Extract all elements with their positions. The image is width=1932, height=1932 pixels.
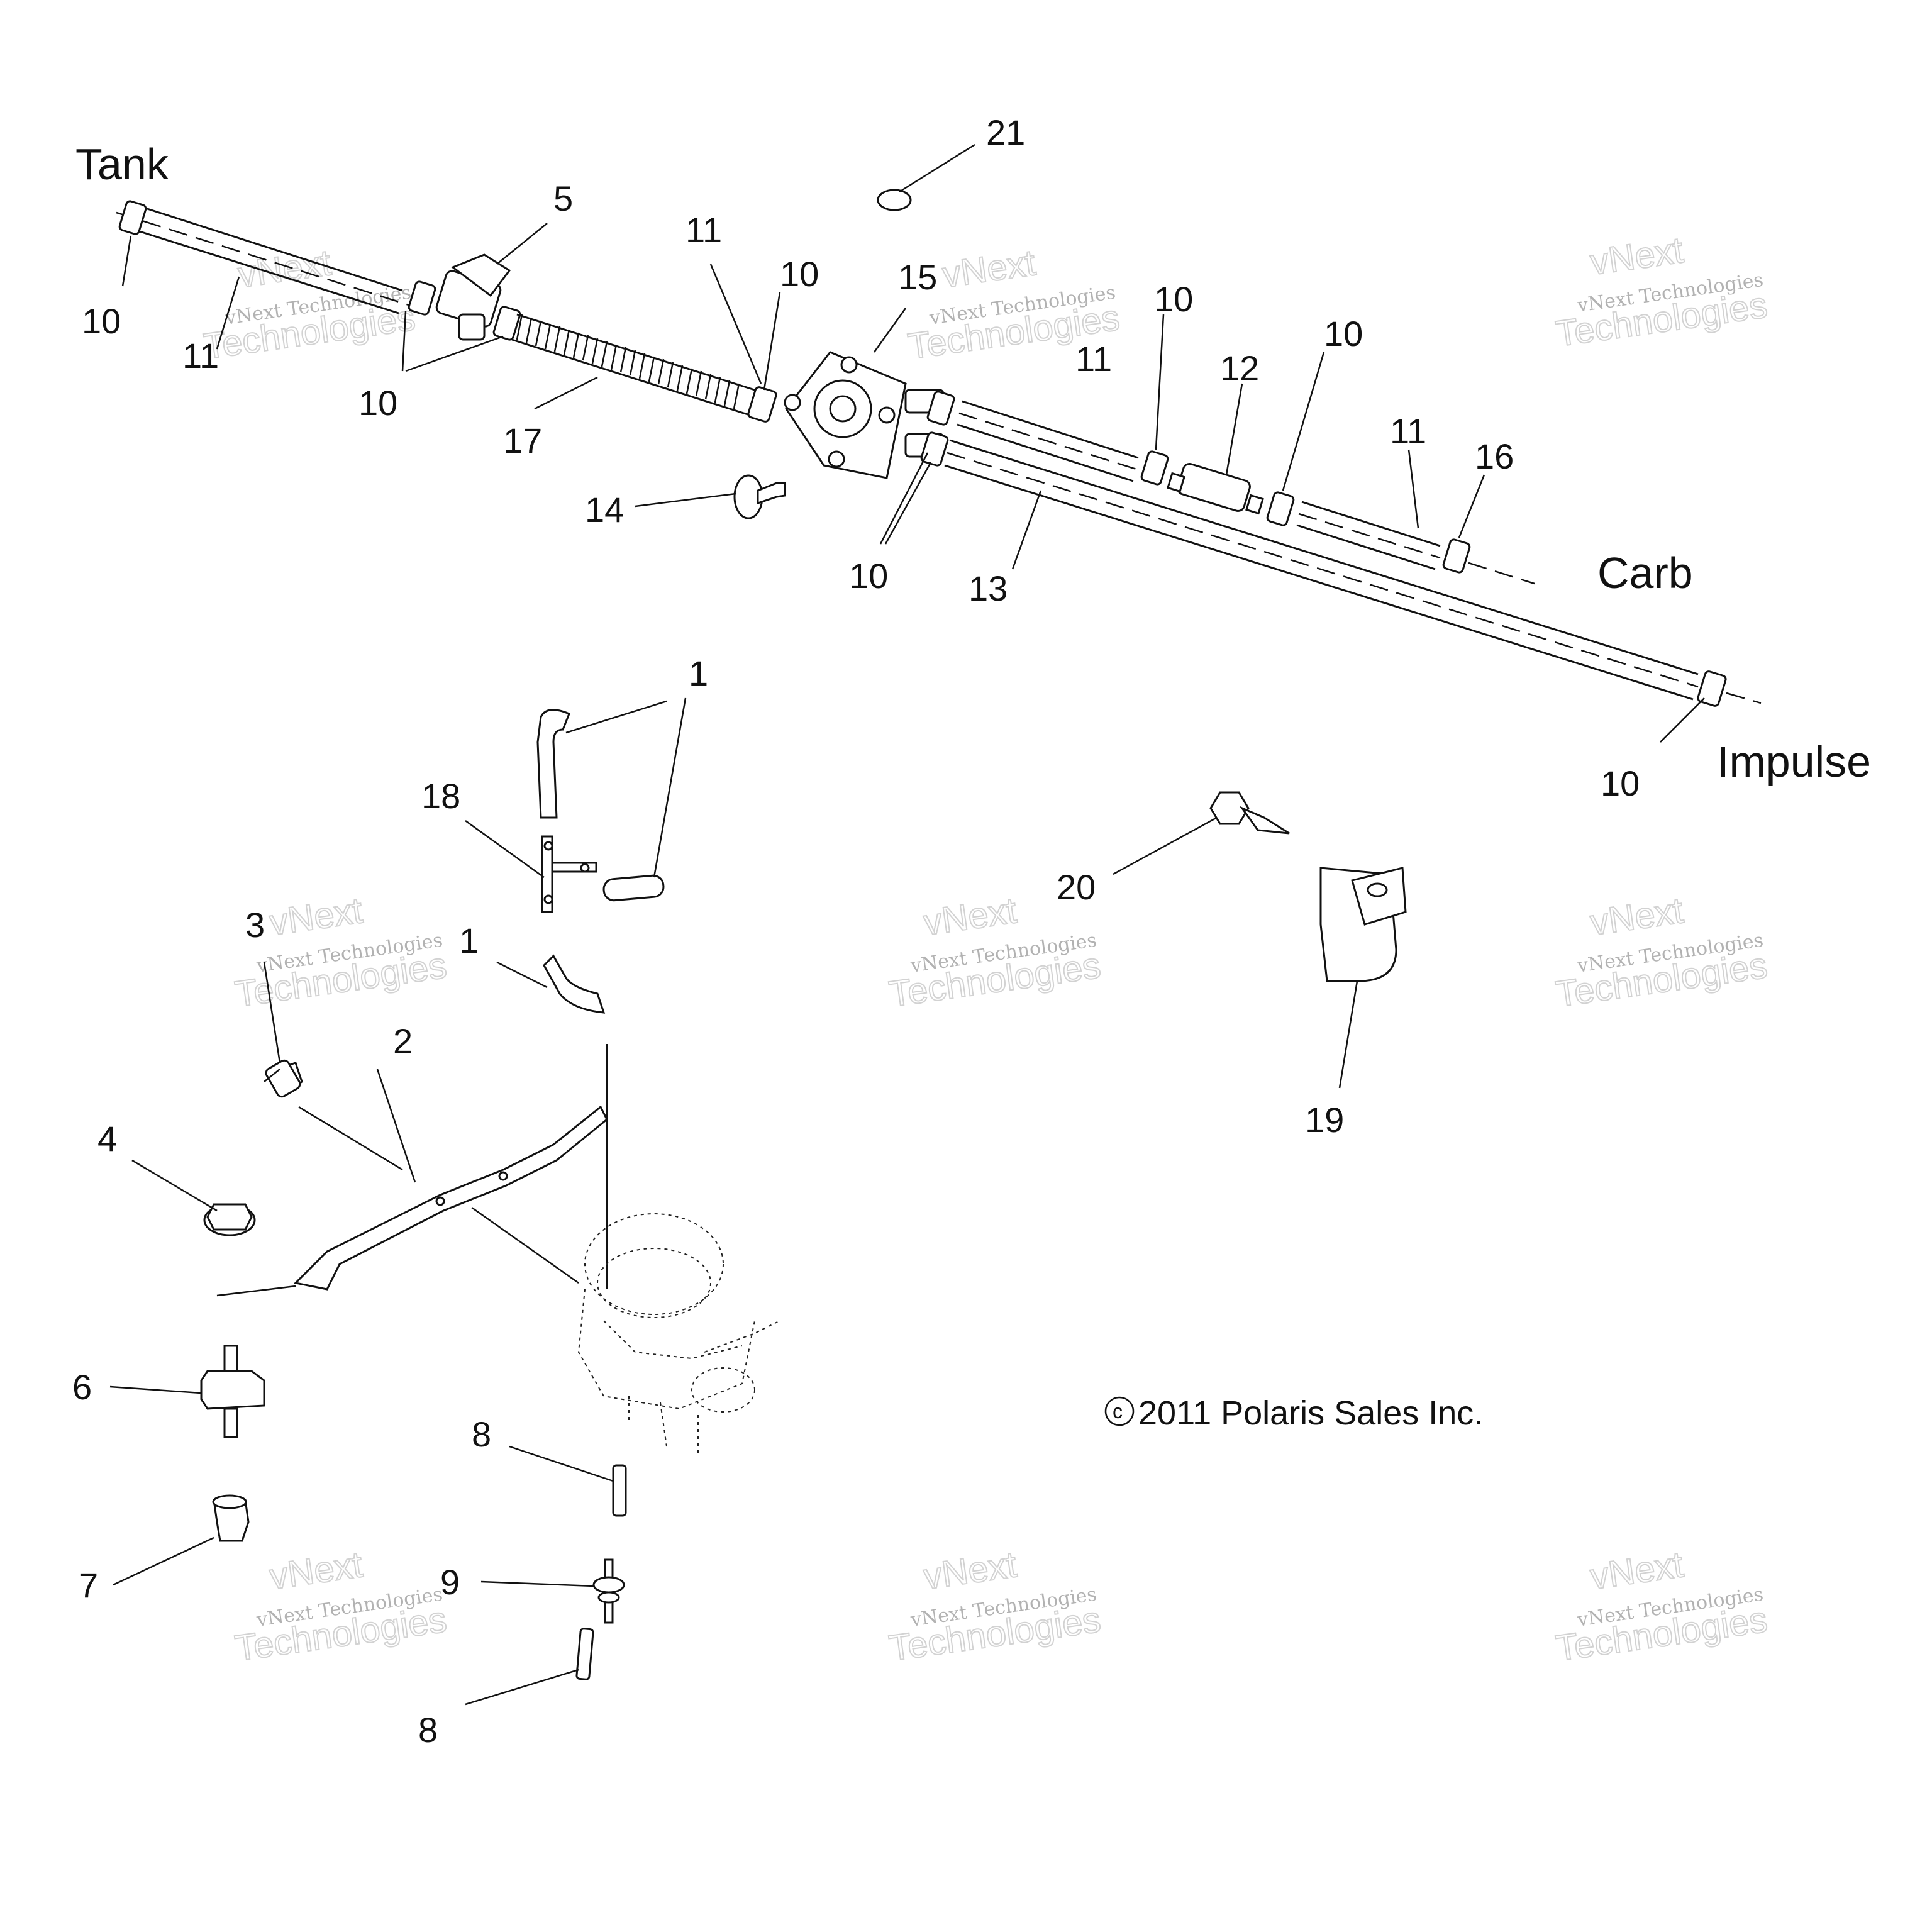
svg-text:vNext: vNext bbox=[267, 890, 365, 943]
flange-nut bbox=[203, 1203, 256, 1236]
callout-21: 21 bbox=[986, 113, 1025, 152]
callout-12: 12 bbox=[1220, 348, 1259, 388]
carb-label: Carb bbox=[1597, 548, 1693, 597]
well-nut bbox=[212, 1494, 250, 1542]
svg-text:vNext: vNext bbox=[1588, 230, 1686, 283]
hose-clamp bbox=[118, 200, 147, 235]
callout-1: 1 bbox=[689, 653, 708, 693]
callout-2: 2 bbox=[393, 1021, 413, 1061]
watermark: vNext vNext Technologies Technologies bbox=[1553, 1543, 1770, 1670]
svg-text:vNext: vNext bbox=[1588, 890, 1686, 943]
watermark: vNext vNext Technologies Technologies bbox=[201, 242, 418, 368]
callout-5: 5 bbox=[553, 179, 573, 218]
vent-hose bbox=[536, 709, 570, 819]
callout-10: 10 bbox=[849, 556, 888, 596]
push-rivet bbox=[733, 474, 786, 519]
reference-labels: Tank Carb Impulse 21 5 11 10 15 10 12 10… bbox=[72, 113, 1871, 1750]
vent-hose-group bbox=[465, 697, 687, 1014]
vent-hose-straight bbox=[602, 874, 665, 902]
svg-text:vNext: vNext bbox=[1588, 1544, 1686, 1597]
callout-10: 10 bbox=[358, 383, 397, 423]
callout-4: 4 bbox=[97, 1119, 117, 1158]
watermark: vNext vNext Technologies Technologies bbox=[886, 1543, 1104, 1670]
callout-19: 19 bbox=[1305, 1100, 1344, 1140]
check-valve bbox=[592, 1558, 625, 1624]
inline-fuel-filter bbox=[1167, 462, 1264, 515]
callout-18: 18 bbox=[421, 776, 460, 816]
carb-centerline bbox=[1468, 562, 1535, 585]
callout-10: 10 bbox=[1324, 314, 1363, 353]
mount-grommet bbox=[200, 1345, 265, 1438]
hose-clamp bbox=[492, 306, 521, 341]
hose-clamp bbox=[1266, 491, 1295, 526]
callout-10: 10 bbox=[1601, 763, 1640, 803]
callout-10: 10 bbox=[1154, 279, 1193, 319]
svg-text:vNext: vNext bbox=[921, 890, 1019, 943]
callout-9: 9 bbox=[440, 1562, 460, 1602]
bracket-assembly bbox=[131, 962, 608, 1297]
svg-text:c: c bbox=[1113, 1400, 1123, 1423]
carburetor-phantom bbox=[577, 1213, 780, 1453]
fuel-pump bbox=[784, 351, 945, 479]
hose-clamp bbox=[747, 386, 777, 423]
callout-11: 11 bbox=[1075, 339, 1112, 379]
hose-clamp bbox=[926, 391, 955, 426]
callout-10: 10 bbox=[82, 301, 121, 341]
svg-text:vNext: vNext bbox=[267, 1544, 365, 1597]
carb-hose bbox=[957, 400, 1139, 482]
hose-clamp bbox=[1697, 670, 1727, 707]
watermark: vNext vNext Technologies Technologies bbox=[232, 1543, 450, 1670]
watermark: vNext vNext Technologies Technologies bbox=[1553, 889, 1770, 1016]
callout-11: 11 bbox=[686, 210, 722, 250]
callout-20: 20 bbox=[1057, 867, 1096, 907]
callout-10: 10 bbox=[780, 254, 819, 294]
spring-wrapped-hose bbox=[511, 313, 755, 416]
bracket bbox=[293, 1105, 608, 1291]
screw bbox=[1209, 791, 1290, 835]
leader-lines-upper bbox=[121, 143, 1705, 743]
washer bbox=[877, 189, 912, 211]
impulse-centerline bbox=[1726, 692, 1762, 704]
callout-3: 3 bbox=[245, 905, 265, 945]
svg-text:vNext: vNext bbox=[921, 1544, 1019, 1597]
copyright-symbol-icon bbox=[1104, 1396, 1135, 1426]
callout-7: 7 bbox=[79, 1565, 98, 1605]
callout-15: 15 bbox=[898, 257, 937, 297]
svg-text:vNext: vNext bbox=[940, 242, 1038, 296]
watermark: vNext vNext Technologies Technologies bbox=[1553, 229, 1770, 355]
copyright-notice: c 2011 Polaris Sales Inc. bbox=[1104, 1394, 1483, 1432]
watermark: vNext vNext Technologies Technologies bbox=[232, 889, 450, 1016]
pin bbox=[612, 1464, 627, 1517]
tank-hose bbox=[116, 206, 409, 314]
vent-tee bbox=[541, 835, 597, 913]
callout-16: 16 bbox=[1475, 436, 1514, 476]
pin bbox=[575, 1628, 594, 1680]
hose-clamp bbox=[408, 280, 436, 316]
callout-6: 6 bbox=[72, 1367, 92, 1407]
impulse-label: Impulse bbox=[1717, 737, 1871, 786]
carb-hose bbox=[1296, 501, 1441, 570]
copyright-text: 2011 Polaris Sales Inc. bbox=[1138, 1394, 1483, 1432]
hose-clamp bbox=[1442, 538, 1471, 574]
fuel-valve bbox=[435, 253, 511, 341]
fuel-line-assembly bbox=[116, 189, 1762, 707]
callout-14: 14 bbox=[585, 490, 624, 530]
vent-hose-elbow bbox=[543, 954, 606, 1014]
callout-11: 11 bbox=[182, 336, 219, 375]
impulse-hose bbox=[944, 439, 1699, 701]
watermark: vNext vNext Technologies Technologies bbox=[905, 242, 1123, 368]
hose-clamp bbox=[1140, 450, 1169, 486]
bolt bbox=[265, 1059, 301, 1098]
tank-label: Tank bbox=[75, 140, 169, 189]
callout-11: 11 bbox=[1390, 411, 1426, 451]
p-clamp bbox=[1319, 867, 1407, 982]
callout-8: 8 bbox=[472, 1414, 491, 1454]
callout-8: 8 bbox=[418, 1710, 438, 1750]
watermark-group: vNext vNext Technologies Technologies vN… bbox=[201, 229, 1770, 1670]
callout-17: 17 bbox=[503, 421, 542, 460]
callout-13: 13 bbox=[969, 569, 1008, 608]
callout-1: 1 bbox=[459, 921, 479, 960]
